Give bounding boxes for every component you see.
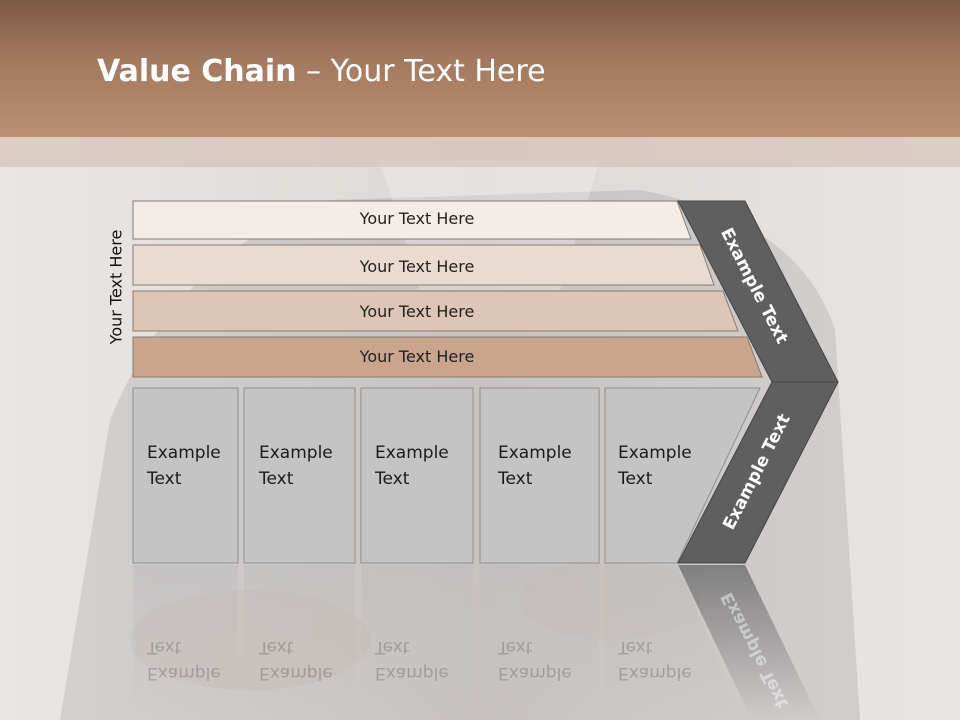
header-strip [0,137,960,167]
reflection-chevron [678,565,820,720]
column-5 [604,387,761,564]
column-2 [243,387,356,564]
bar-3-label: Your Text Here [359,302,475,321]
reflection-column-1 [133,565,238,720]
title-rest: – Your Text Here [296,54,546,89]
side-label-text: Your Text Here [106,229,126,345]
bar-4 [132,336,763,378]
reflection-column-5 [605,565,745,720]
column-1-line1: Example [147,443,221,463]
bar-4-label: Your Text Here [359,347,475,366]
column-3 [360,387,474,564]
bar-1-label: Your Text Here [359,209,475,228]
bar-3 [132,290,739,332]
column-2-line2: Text [259,469,294,489]
column-5-line1: Example [618,443,692,463]
column-4 [479,387,600,564]
slide-title: Value Chain – Your Text Here [97,54,546,89]
column-1-line2: Text [147,469,182,489]
bar-2 [132,244,715,286]
reflection-column-2 [244,565,355,720]
column-5-line2: Text [618,469,653,489]
column-1 [132,387,239,564]
bar-1 [132,200,692,240]
column-2-line1: Example [259,443,333,463]
reflection-column-3 [361,565,473,720]
column-4-line2: Text [498,469,533,489]
column-3-line1: Example [375,443,449,463]
header-band [0,0,960,137]
column-3-line2: Text [375,469,410,489]
bar-2-label: Your Text Here [359,257,475,276]
reflection-column-4 [480,565,599,720]
title-bold: Value Chain [97,54,297,89]
chevron-lower [677,381,839,564]
column-4-line1: Example [498,443,572,463]
